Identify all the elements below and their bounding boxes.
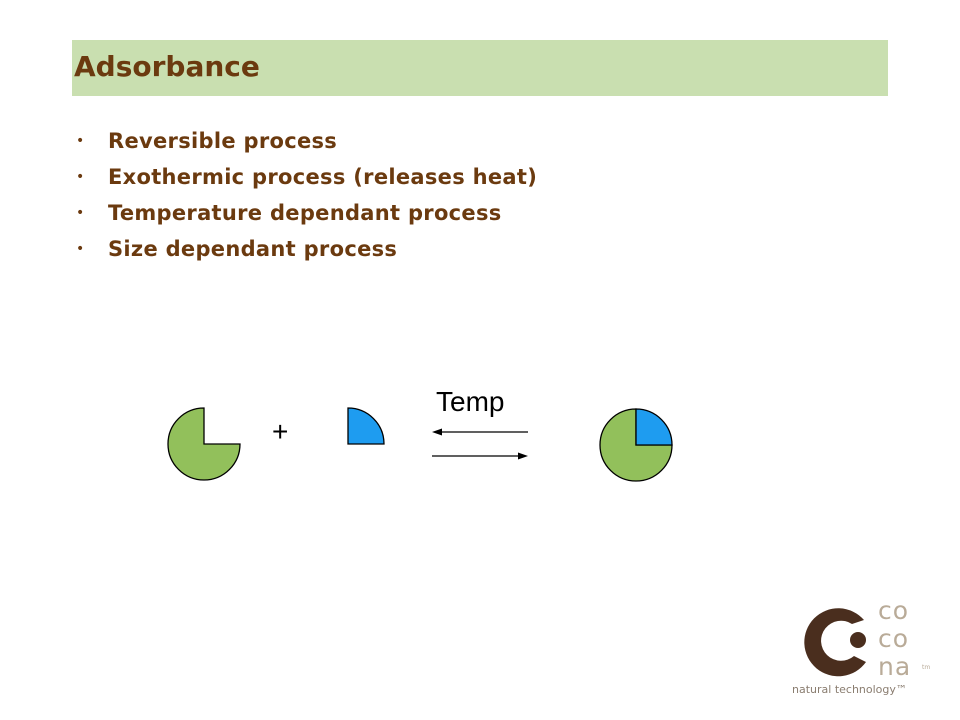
plus-sign: +	[272, 416, 289, 447]
adsorbate-shape	[347, 407, 385, 445]
slide-title: Adsorbance	[74, 50, 260, 83]
reverse-arrow-head	[432, 428, 442, 436]
bullet-dot: •	[76, 169, 85, 185]
bullet-text: Temperature dependant process	[108, 201, 502, 225]
logo-word: co	[878, 624, 910, 653]
adsorbent-shape	[167, 407, 241, 481]
logo-trademark: tm	[922, 664, 931, 671]
logo-word: na	[878, 652, 912, 681]
bullet-text: Size dependant process	[108, 237, 398, 261]
bullet-text: Exothermic process (releases heat)	[108, 165, 538, 189]
bullet-dot: •	[76, 241, 85, 257]
complex-green-part	[599, 408, 673, 482]
logo-word: co	[878, 596, 910, 625]
bullet-dot: •	[76, 133, 85, 149]
title-bar: Adsorbance	[72, 40, 888, 96]
cocona-logo: co co na tm natural technology™	[780, 592, 940, 702]
temp-label: Temp	[436, 386, 505, 417]
forward-arrow-head	[518, 452, 528, 460]
complex-blue-part	[635, 408, 673, 446]
logo-mark-icon	[804, 608, 866, 677]
logo-tagline: natural technology™	[792, 683, 907, 696]
bullet-dot: •	[76, 205, 85, 221]
bullet-text: Reversible process	[108, 129, 338, 153]
